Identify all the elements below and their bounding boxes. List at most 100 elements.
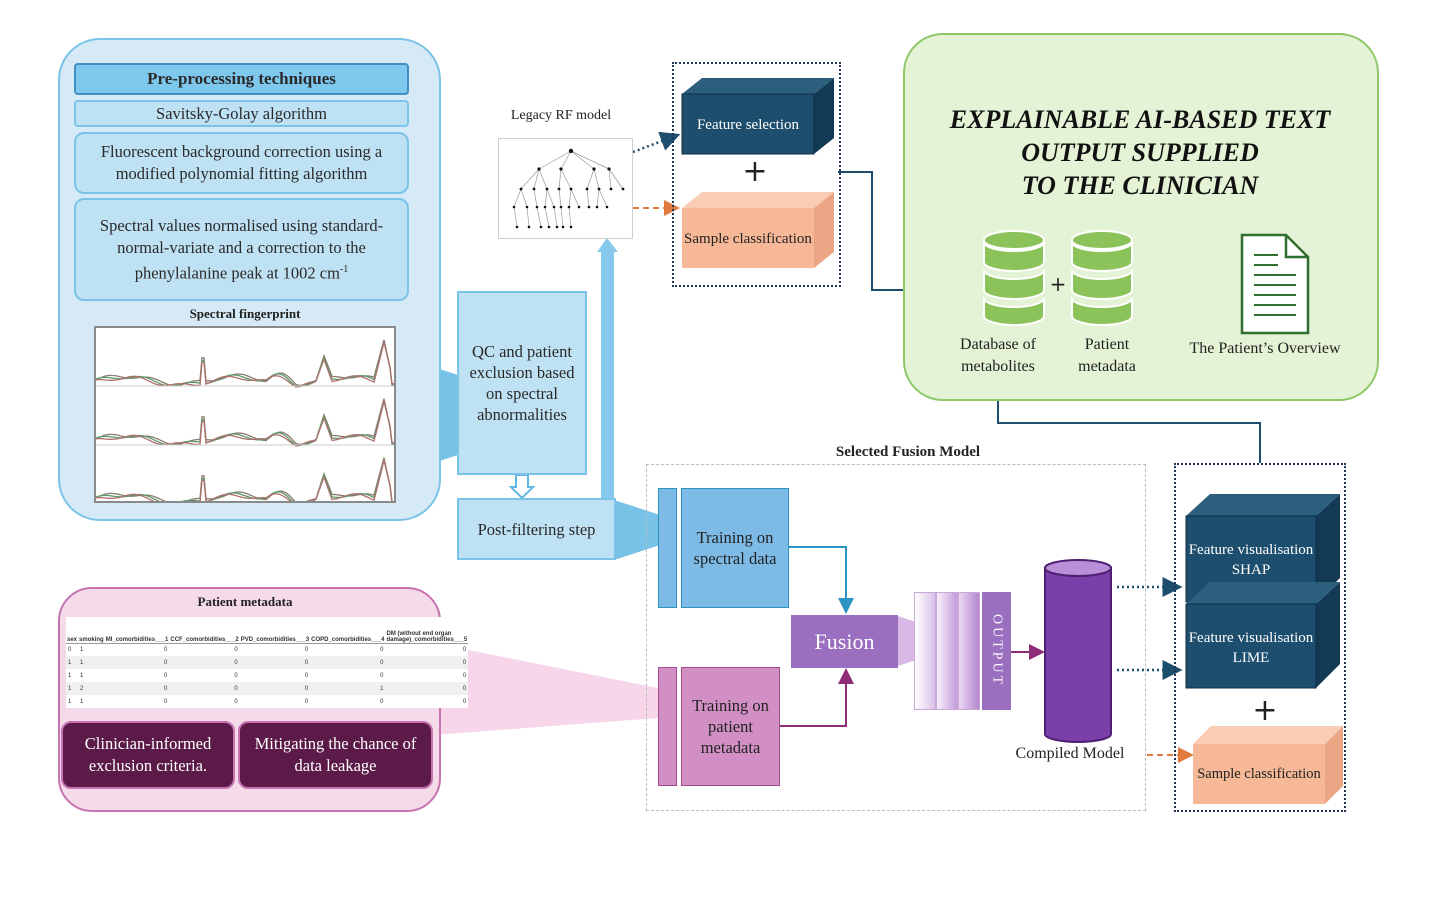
table-cell: 0 — [385, 682, 469, 695]
metadata-column-header: MI_comorbidities___1 — [104, 617, 170, 644]
output-layer: OUTPUT — [982, 592, 1011, 710]
lime-cube — [1185, 582, 1340, 689]
table-cell: 1 — [68, 672, 72, 679]
clinician-title-line1: EXPLAINABLE AI-BASED TEXT — [949, 105, 1331, 134]
clinician-panel — [903, 33, 1379, 401]
clinician-title-line3: TO THE CLINICIAN — [1021, 171, 1259, 200]
fusion-model-title: Selected Fusion Model — [835, 444, 981, 460]
output-layer-2 — [936, 592, 958, 710]
fusion-block: Fusion — [791, 615, 898, 668]
metadata-column-header: sex — [66, 617, 79, 644]
spectral-fingerprint-plot — [94, 326, 396, 503]
table-cell: 0 — [169, 656, 240, 669]
table-cell: 1 — [78, 656, 105, 669]
output-layer-3 — [958, 592, 980, 710]
clinician-title-line2: OUTPUT SUPPLIED — [1021, 138, 1259, 167]
exclusion-criteria-box: Clinician-informed exclusion criteria. — [61, 721, 235, 789]
feature-selection-cube — [681, 78, 834, 155]
explain-plus-sign: + — [1252, 692, 1278, 728]
spectral-trace — [96, 398, 394, 446]
spectral-trace — [96, 342, 394, 388]
table-cell: 1 — [66, 656, 79, 669]
fluorescent-correction-step: Fluorescent background correction using … — [74, 132, 409, 194]
database-icon — [983, 230, 1045, 326]
table-cell: 0 — [104, 656, 170, 669]
table-cell: 0 — [164, 646, 168, 653]
spectral-trace — [96, 460, 394, 501]
qc-down-arrow — [508, 474, 536, 500]
normalisation-step: Spectral values normalised using standar… — [74, 198, 409, 301]
table-cell: 0 — [234, 646, 238, 653]
metadata-column-header: DM (without end organ damage)_comorbidit… — [385, 617, 469, 644]
table-cell: 0 — [380, 646, 384, 653]
legacy-plus-sign: + — [742, 153, 768, 189]
metadata-input-bar — [658, 667, 677, 786]
patient-database-icon — [1071, 230, 1133, 326]
table-cell: 0 — [304, 698, 309, 705]
legacy-sample-classification-label: Sample classification — [684, 231, 812, 247]
explainability-group — [1174, 463, 1346, 812]
table-cell: 0 — [310, 656, 386, 669]
shap-label: Feature visualisation SHAP — [1188, 542, 1314, 578]
spectral-trace — [96, 401, 394, 447]
table-cell: 0 — [380, 672, 384, 679]
table-cell: 1 — [68, 698, 72, 705]
table-cell: 0 — [104, 682, 170, 695]
table-cell: 0 — [462, 672, 467, 679]
table-cell: 1 — [310, 682, 386, 695]
table-cell: 1 — [66, 682, 79, 695]
table-cell: 0 — [462, 698, 467, 705]
table-cell: 0 — [164, 672, 168, 679]
clinician-title: EXPLAINABLE AI-BASED TEXT OUTPUT SUPPLIE… — [930, 103, 1350, 202]
decision-tree-icon — [498, 138, 633, 239]
postfilter-wedge — [614, 500, 660, 560]
metadata-wedge — [434, 643, 658, 735]
lime-label: Feature visualisation LIME — [1188, 630, 1314, 666]
normalisation-text: Spectral values normalised using standar… — [99, 215, 384, 283]
spectral-fingerprint-title: Spectral fingerprint — [189, 306, 301, 321]
output-label: OUTPUT — [989, 614, 1005, 688]
database-label: Database of metabolites — [960, 336, 1036, 375]
fusion-wedge — [898, 616, 916, 666]
table-cell: 0 — [169, 682, 240, 695]
patient-metadata-db-label: Patient metadata — [1078, 336, 1136, 375]
table-cell: 0 — [164, 698, 168, 705]
metadata-column-header: smoking — [78, 617, 105, 644]
table-cell: 0 — [380, 698, 384, 705]
table-cell: 0 — [234, 672, 238, 679]
table-cell: 0 — [239, 682, 311, 695]
training-spectral-box: Training on spectral data — [681, 488, 789, 608]
legacy-output-group — [672, 62, 841, 287]
training-metadata-box: Training on patient metadata — [681, 667, 780, 786]
spectral-trace — [96, 341, 394, 388]
metadata-column-header: PVD_comorbidities___3 — [239, 617, 311, 644]
feature-selection-label: Feature selection — [696, 117, 800, 133]
patient-overview-label: The Patient’s Overview — [1189, 340, 1341, 357]
explain-sample-cube — [1193, 726, 1343, 804]
table-cell: 0 — [304, 646, 309, 653]
spectral-trace — [96, 459, 393, 501]
metadata-column-header: CCF_comorbidities___2 — [169, 617, 240, 644]
table-cell: 0 — [239, 656, 311, 669]
spectral-trace — [96, 400, 394, 447]
upward-arrow-shaft — [601, 250, 614, 500]
table-cell: 0 — [234, 698, 238, 705]
data-leakage-box: Mitigating the chance of data leakage — [238, 721, 433, 789]
clinician-plus-sign: + — [1049, 272, 1067, 296]
normalisation-superscript: -1 — [339, 263, 349, 275]
table-cell: 0 — [385, 656, 469, 669]
spectral-trace — [96, 339, 394, 387]
compiled-model-label: Compiled Model — [1015, 745, 1125, 762]
legacy-to-feature-arrow — [632, 131, 681, 154]
table-cell: 0 — [304, 672, 309, 679]
fusion-model-region — [646, 464, 1146, 811]
table-cell: 1 — [80, 646, 84, 653]
preprocessing-title: Pre-processing techniques — [74, 63, 409, 95]
